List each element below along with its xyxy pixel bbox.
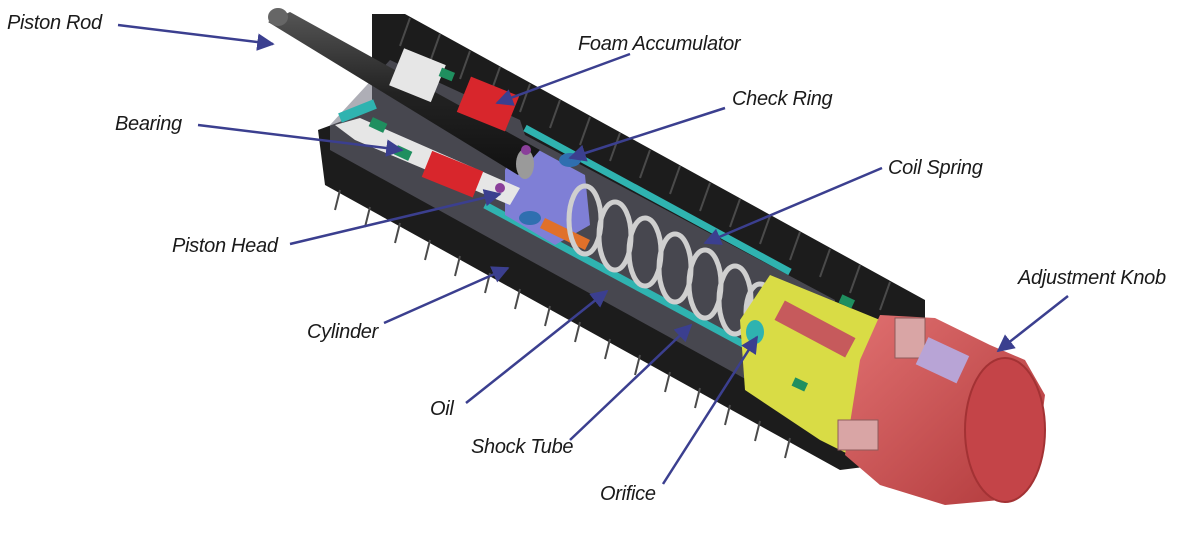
label-oil: Oil bbox=[430, 398, 454, 420]
leader-check-ring bbox=[568, 106, 726, 162]
rod-seal-ring bbox=[521, 145, 531, 155]
top-ribs bbox=[399, 17, 891, 311]
label-shock-tube: Shock Tube bbox=[471, 436, 574, 458]
leader-cylinder bbox=[383, 266, 510, 325]
leader-shock-tube bbox=[569, 323, 693, 441]
accumulator-seal bbox=[438, 67, 455, 82]
leader-bearing bbox=[197, 123, 404, 157]
label-cylinder: Cylinder bbox=[307, 321, 378, 343]
fitting-seal-top bbox=[838, 294, 856, 309]
label-bearing: Bearing bbox=[115, 113, 182, 135]
piston-rod bbox=[268, 8, 540, 179]
adjustment-knob bbox=[774, 300, 1046, 505]
wiper-seal bbox=[368, 117, 388, 133]
label-check-ring: Check Ring bbox=[732, 88, 833, 110]
label-adjustment-knob: Adjustment Knob bbox=[1018, 267, 1166, 289]
leader-lines bbox=[117, 23, 1069, 485]
label-orifice: Orifice bbox=[600, 483, 656, 505]
piston-head-ring bbox=[495, 183, 505, 193]
leader-foam-accumulator bbox=[495, 52, 631, 106]
foam-accumulator-lower bbox=[421, 150, 484, 198]
label-coil-spring: Coil Spring bbox=[888, 157, 983, 179]
fitting-seal-bottom bbox=[791, 377, 809, 392]
leader-piston-head bbox=[289, 189, 502, 246]
label-piston-head: Piston Head bbox=[172, 235, 278, 257]
bottom-ribs bbox=[334, 189, 791, 459]
leader-piston-rod bbox=[117, 23, 275, 51]
label-piston-rod: Piston Rod bbox=[7, 12, 102, 34]
leader-adjustment-knob bbox=[996, 295, 1069, 353]
leader-oil bbox=[465, 289, 609, 404]
piston-seal bbox=[519, 211, 541, 225]
accumulator-housing bbox=[389, 48, 446, 103]
leader-orifice bbox=[661, 335, 759, 485]
piston-stop bbox=[540, 218, 590, 250]
label-foam-accumulator: Foam Accumulator bbox=[578, 33, 741, 55]
leader-coil-spring bbox=[703, 166, 883, 245]
